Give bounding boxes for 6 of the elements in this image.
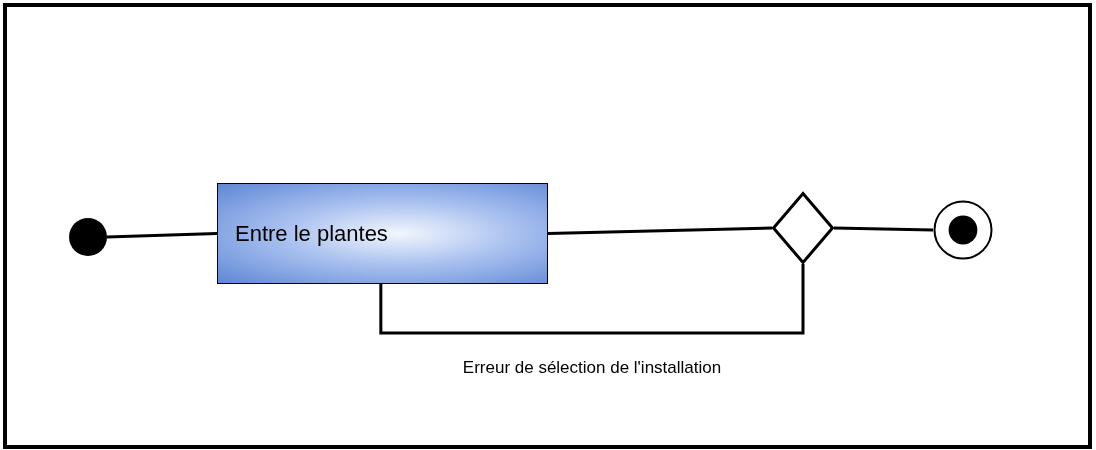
activity-box [217,183,548,284]
connector-line [833,226,934,232]
connector-line [106,232,218,239]
activity-label: Entre le plantes [235,220,388,247]
connector-line [379,264,805,335]
connector-line [547,226,773,235]
